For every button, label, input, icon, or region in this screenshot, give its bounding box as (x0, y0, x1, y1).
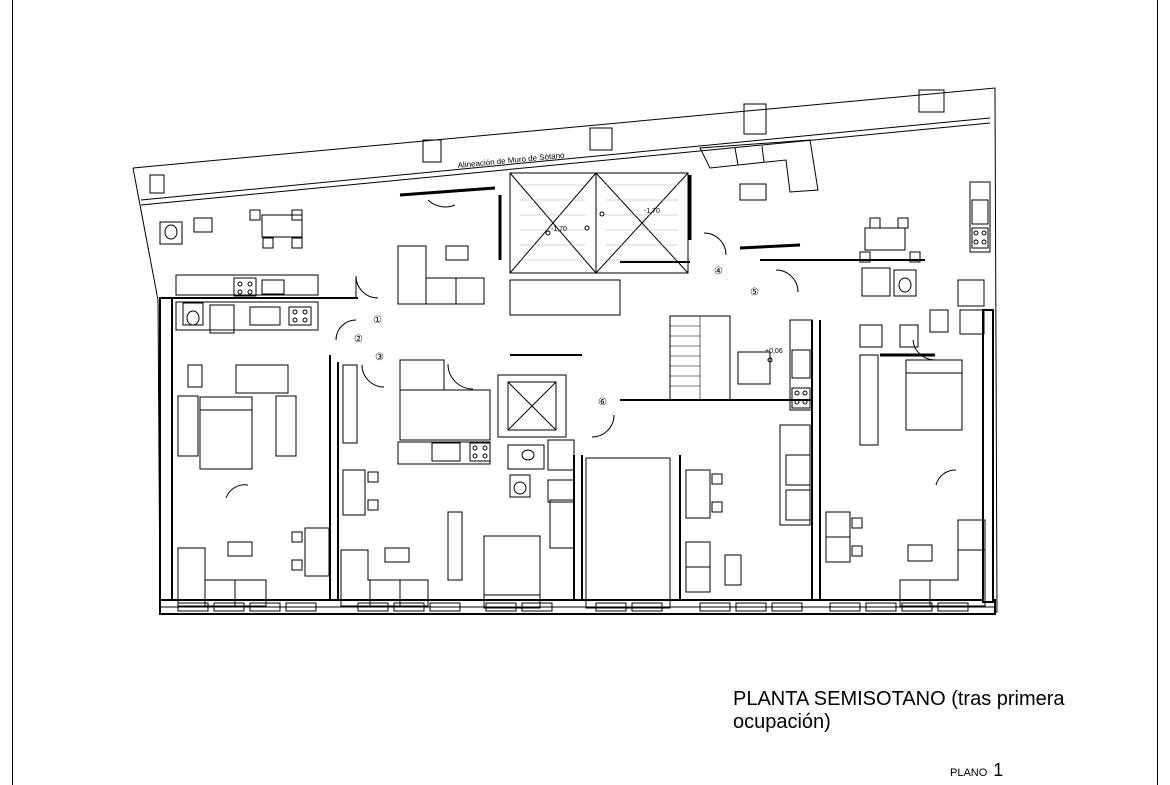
drawing-title: PLANTA SEMISOTANO (tras primera ocupació… (733, 688, 1133, 734)
site-boundary (132, 87, 998, 613)
retaining-wall-label: Alineación de Muro de Sótano (457, 151, 565, 170)
sheet-border-right (1157, 0, 1158, 785)
sheet-number-block: PLANO 1 (950, 760, 1003, 781)
sheet-label: PLANO (950, 767, 988, 779)
level-label-a: -1,70 (551, 226, 567, 233)
drawing-title-line-2: ocupación) (733, 711, 831, 733)
drawing-title-line-1: PLANTA SEMISOTANO (tras primera (733, 688, 1065, 710)
level-label-c: +0,06 (765, 348, 783, 355)
marker-4: ④ (714, 266, 723, 277)
sheet-border-left (12, 0, 13, 785)
marker-2: ② (354, 334, 363, 345)
level-label-b: -1,70 (644, 208, 660, 215)
retaining-wall-line (140, 122, 991, 206)
marker-1: ① (373, 315, 382, 326)
marker-5: ⑤ (750, 287, 759, 298)
marker-3: ③ (375, 352, 384, 363)
sheet-number: 1 (993, 760, 1004, 780)
marker-6: ⑥ (598, 397, 607, 408)
